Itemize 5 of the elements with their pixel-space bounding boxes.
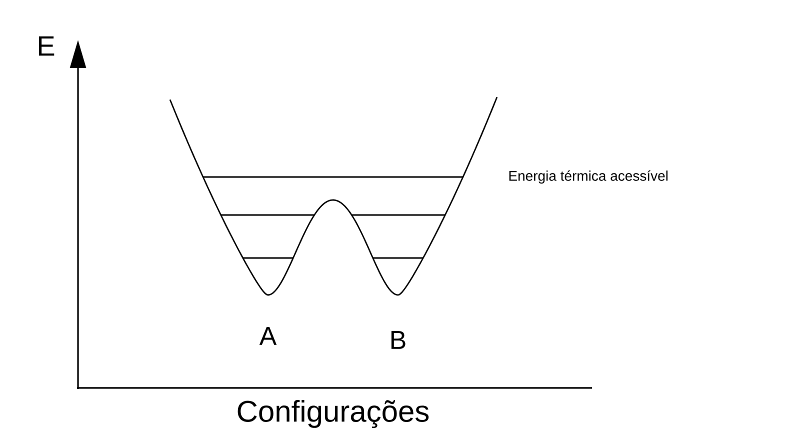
level-label: Energia térmica acessível: [509, 170, 668, 184]
well-label: A: [259, 327, 277, 345]
axis-label: Configurações: [238, 400, 429, 428]
well-label: B: [391, 331, 406, 349]
axis-label: E: [38, 36, 54, 56]
